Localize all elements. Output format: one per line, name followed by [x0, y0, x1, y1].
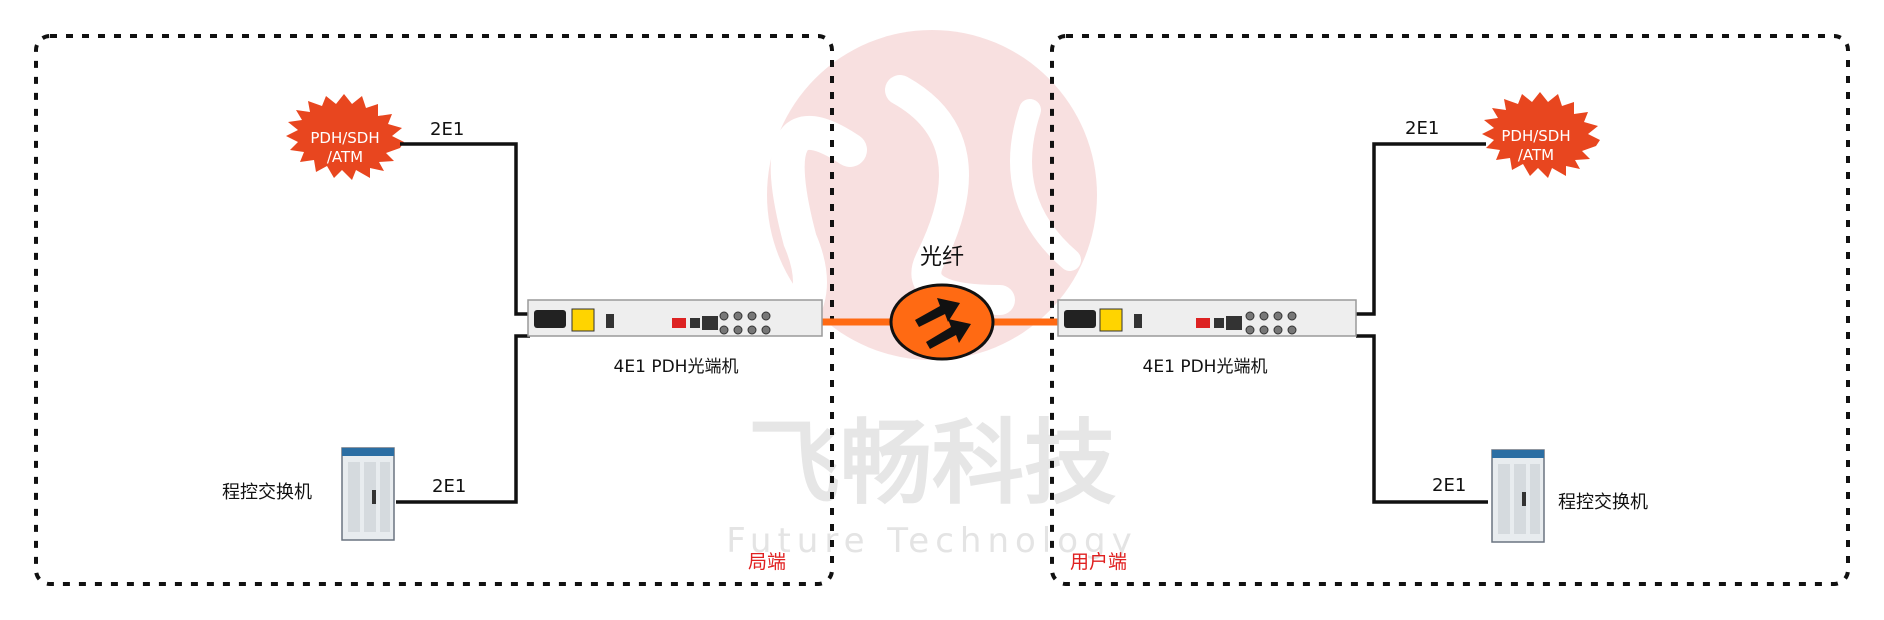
left-link-top-label: 2E1 [430, 119, 464, 140]
left-device-label: 4E1 PDH光端机 [614, 357, 739, 377]
right-exchange-cabinet-icon [1491, 449, 1545, 543]
right-starburst-cloud-icon [1482, 92, 1600, 178]
local-site-zone [34, 34, 834, 586]
right-link-bottom-label: 2E1 [1432, 475, 1466, 496]
left-cloud-text-1: PDH/SDH [310, 129, 379, 147]
right-link-top [1356, 142, 1486, 316]
local-site-label: 局端 [748, 551, 786, 573]
left-cloud-text-2: /ATM [327, 148, 363, 166]
right-link-bottom [1356, 334, 1488, 504]
watermark-cn: 飞畅科技 [748, 410, 1116, 517]
right-pdh-terminal-icon [1057, 299, 1357, 337]
user-site-label: 用户端 [1070, 551, 1127, 573]
left-link-bottom-label: 2E1 [432, 476, 466, 497]
right-link-top-label: 2E1 [1405, 118, 1439, 139]
left-link-bottom [396, 334, 530, 504]
right-switch-label: 程控交换机 [1558, 492, 1648, 513]
right-cloud-text-1: PDH/SDH [1501, 127, 1570, 145]
left-exchange-cabinet-icon [341, 447, 395, 541]
left-pdh-terminal-icon [527, 299, 823, 337]
watermark-en: Future Technology [726, 521, 1138, 561]
right-cloud-text-2: /ATM [1518, 146, 1554, 164]
fiber-label: 光纤 [920, 245, 964, 270]
fiber-arrows-icon [889, 283, 995, 361]
left-link-top [400, 142, 530, 316]
right-device-label: 4E1 PDH光端机 [1143, 357, 1268, 377]
left-starburst-cloud-icon [286, 94, 404, 180]
left-switch-label: 程控交换机 [222, 482, 312, 503]
user-site-zone [1050, 34, 1850, 586]
